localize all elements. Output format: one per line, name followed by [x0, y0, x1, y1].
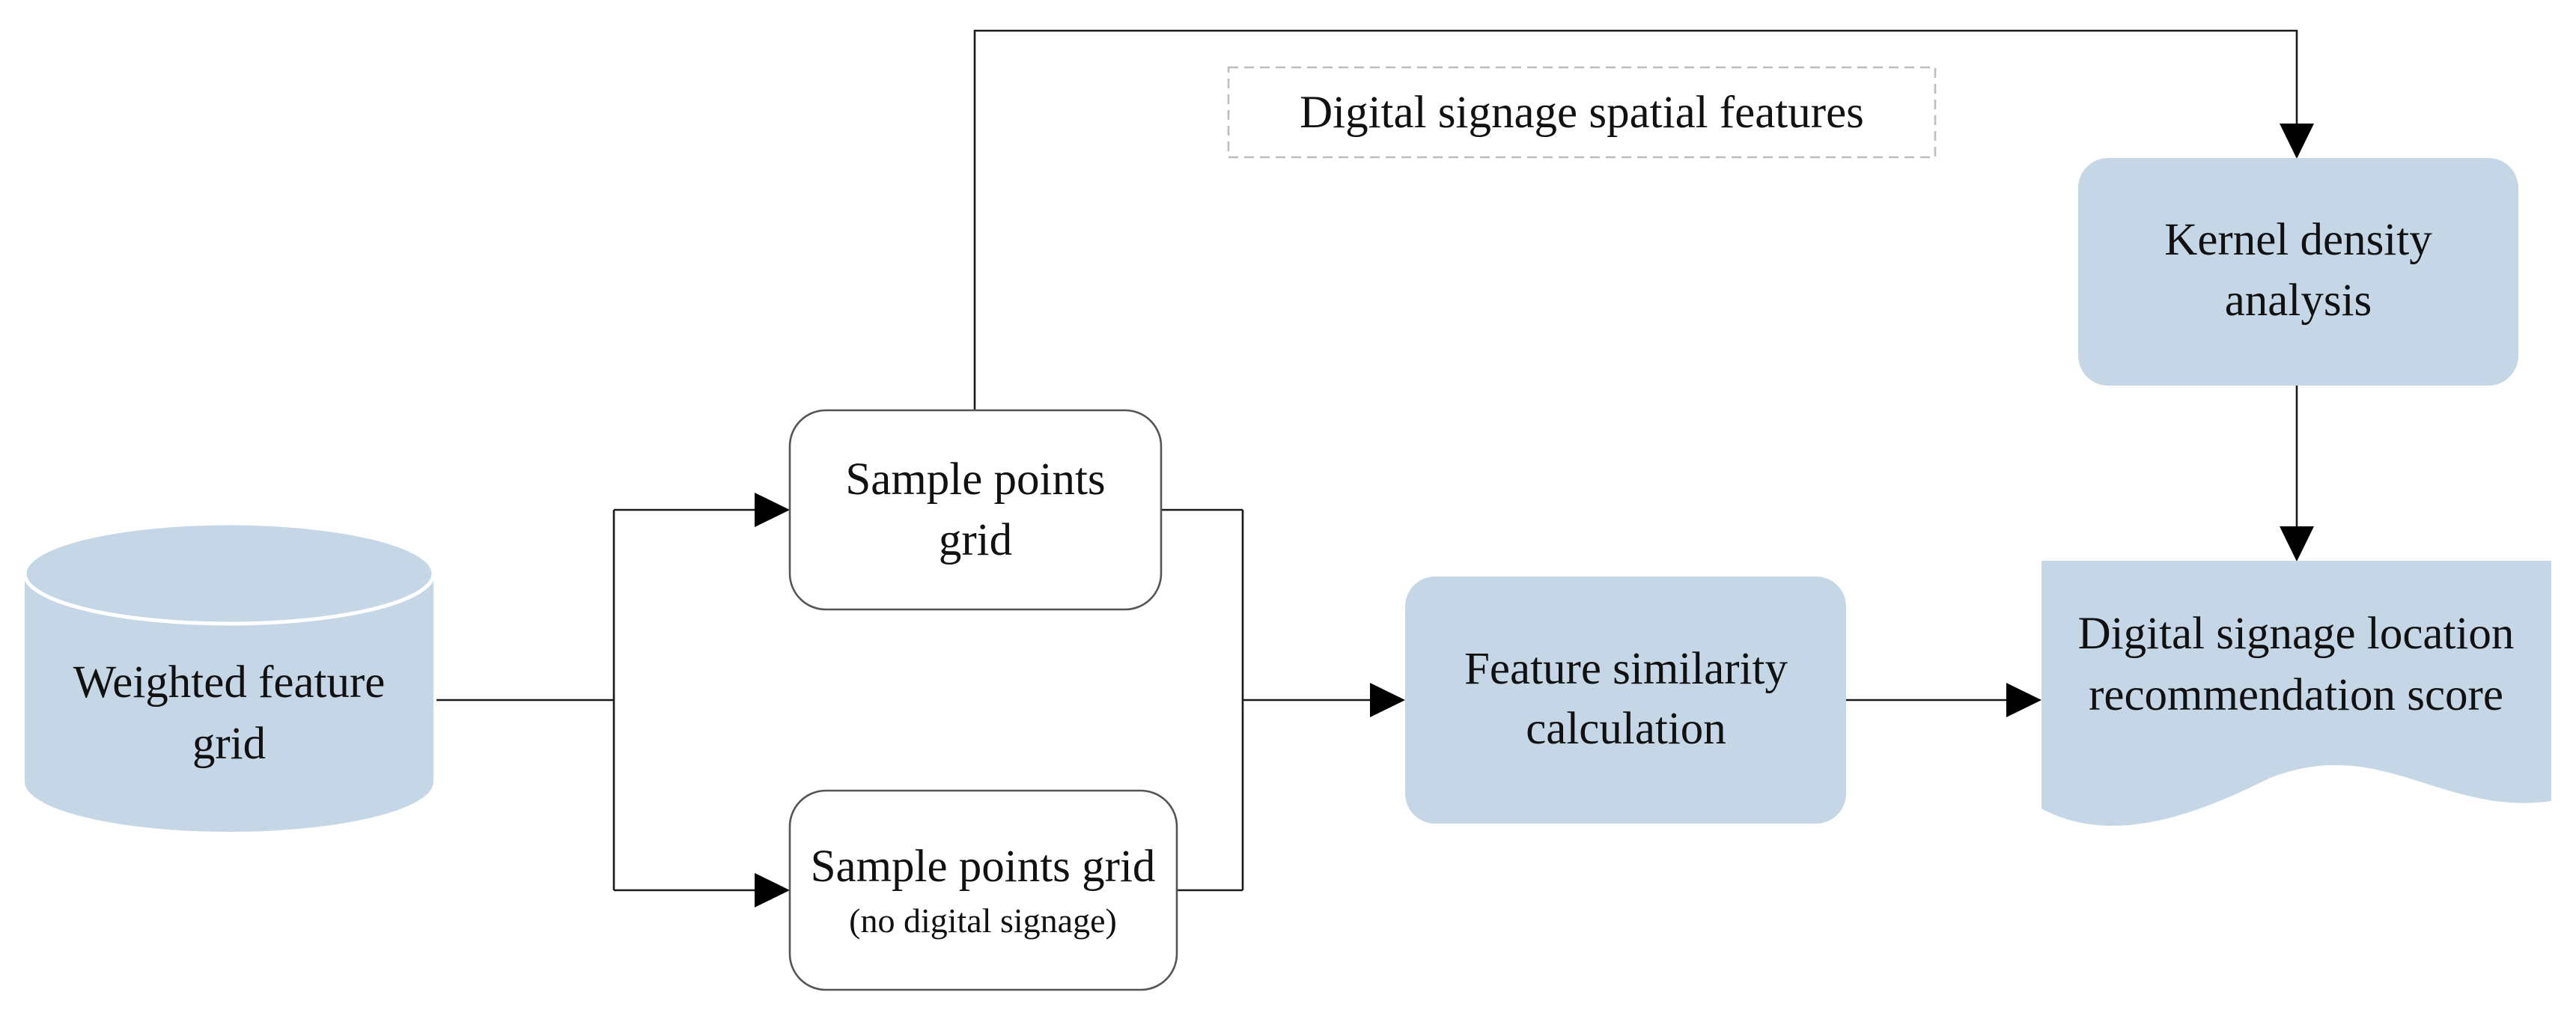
recommendation-score-document	[2041, 561, 2551, 826]
kernel-density-box	[2078, 158, 2518, 386]
spatial-features-annotation: Digital signage spatial features	[1227, 66, 1937, 159]
cylinder-top	[22, 521, 436, 626]
weighted-feature-grid-label-line2: grid	[192, 719, 266, 769]
weighted-feature-grid-node: Weighted feature grid	[22, 521, 436, 832]
sample-points-grid-node: Sample points grid	[788, 409, 1163, 611]
connector-top-route	[973, 29, 2298, 410]
sample-points-grid-label-line1: Sample points	[845, 454, 1105, 505]
arrow-to-feature-similarity	[1370, 683, 1405, 717]
connectors	[436, 29, 2314, 907]
spatial-features-dashed-box	[1227, 66, 1937, 159]
arrow-kernel-to-score	[2280, 526, 2314, 562]
feature-similarity-box	[1405, 577, 1846, 824]
spatial-features-label: Digital signage spatial features	[1300, 88, 1864, 138]
sample-points-grid-no-signage-box	[788, 789, 1178, 991]
sample-points-grid-label-line2: grid	[939, 515, 1012, 565]
cylinder-body	[25, 574, 433, 832]
kernel-density-node: Kernel density analysis	[2078, 158, 2518, 386]
kernel-density-label-line2: analysis	[2225, 276, 2372, 326]
recommendation-score-label-line1: Digital signage location	[2078, 609, 2515, 659]
feature-similarity-label-line2: calculation	[1526, 704, 1726, 754]
arrow-to-sample-grid	[755, 493, 790, 527]
sample-points-grid-box	[788, 409, 1163, 611]
recommendation-score-node: Digital signage location recommendation …	[2041, 561, 2551, 826]
arrow-to-recommendation-score	[2006, 683, 2041, 717]
arrow-to-sample-grid-no-signage	[755, 873, 790, 907]
feature-similarity-node: Feature similarity calculation	[1405, 577, 1846, 824]
sample-points-grid-no-signage-node: Sample points grid (no digital signage)	[788, 789, 1178, 991]
sample-points-grid-no-signage-label-line2: (no digital signage)	[849, 901, 1117, 940]
weighted-feature-grid-label-line1: Weighted feature	[73, 657, 386, 708]
sample-points-grid-no-signage-label-line1: Sample points grid	[811, 842, 1156, 892]
feature-similarity-label-line1: Feature similarity	[1464, 644, 1788, 694]
recommendation-score-label-line2: recommendation score	[2089, 670, 2503, 720]
arrow-to-kernel-density	[2280, 124, 2314, 159]
kernel-density-label-line1: Kernel density	[2164, 215, 2432, 265]
